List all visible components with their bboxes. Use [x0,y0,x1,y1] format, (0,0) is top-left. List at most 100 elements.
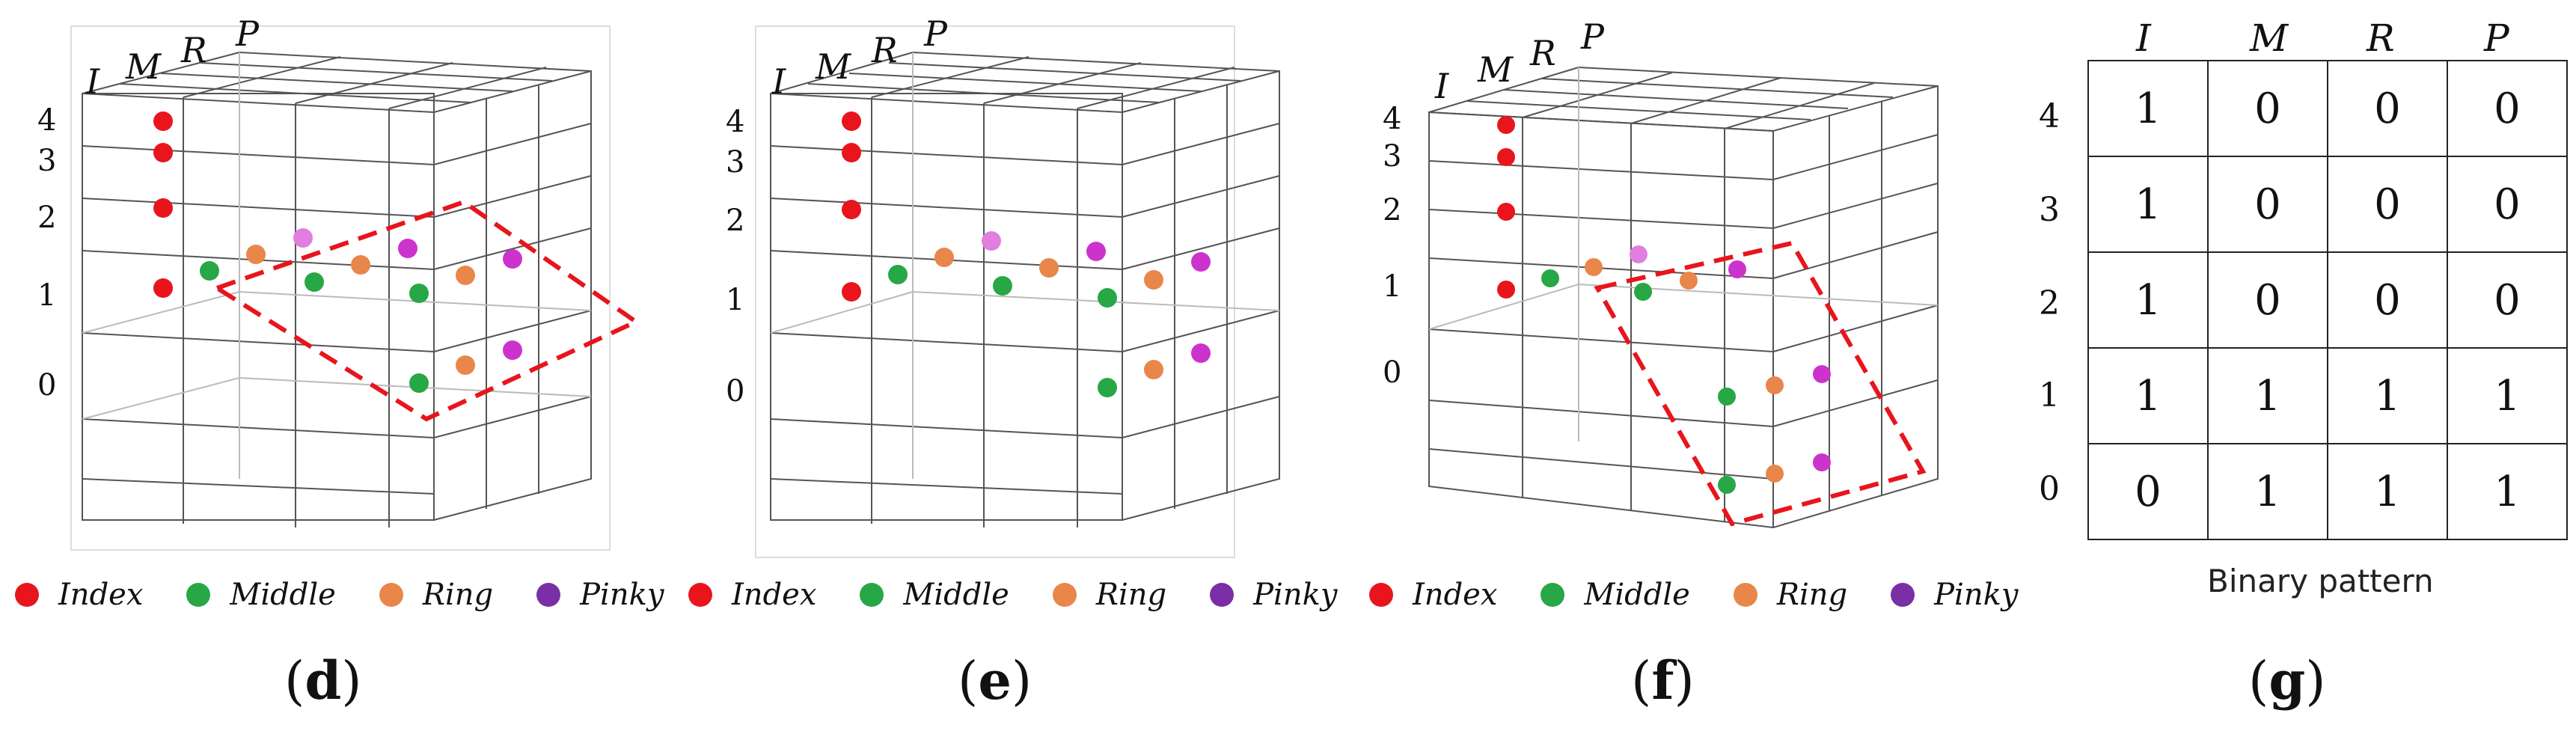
selection-region-d [212,199,641,422]
axis-letter-R: R [872,30,898,70]
dot-ring [1766,465,1784,483]
dot-ring [246,245,266,264]
axis-letter-P: P [924,13,947,54]
axis-letter-P: P [236,13,259,54]
table-cell: 0 [2327,156,2448,253]
row-number-3: 3 [37,144,57,178]
dot-pinky [1813,453,1831,471]
axis-letter-M: M [816,46,851,87]
axis-letter-I: I [86,61,100,102]
grid-cube-d [70,25,641,551]
table-row: 1 0 0 0 [2087,60,2568,157]
dot-middle [1718,388,1736,406]
axis-letter-M: M [126,46,162,87]
dot-ring [1144,360,1163,379]
axis-letter-P: P [1581,16,1604,57]
dot-pinky [1630,245,1648,263]
row-number-2: 2 [1383,193,1402,227]
dot-ring [1766,376,1784,394]
legend-item-ring: Ring [1052,578,1166,612]
dot-index [842,282,861,302]
table-cell: 0 [2087,443,2209,540]
dot-pinky [293,228,313,248]
table-cell: 1 [2207,347,2328,444]
table-cell: 1 [2087,156,2209,253]
legend-item-ring: Ring [1733,578,1847,612]
dot-index [842,143,861,162]
table-cell: 1 [2087,347,2209,444]
axis-letter-M: M [1478,49,1514,90]
table-cell: 0 [2327,60,2448,157]
row-number-1: 1 [726,283,745,317]
dot-ring [1585,258,1603,276]
dot-middle [1098,288,1117,308]
dot-pinky [503,340,522,360]
caption-f: (f) [1631,649,1695,712]
dot-ring [456,355,475,375]
dot-index [1497,116,1515,134]
caption-g: (g) [2248,649,2326,712]
row-number-0: 0 [726,374,745,409]
finger-dots-f [1497,116,1831,494]
dot-index [153,143,173,162]
legend-item-middle: Middle [860,578,1009,612]
dot-index [842,111,861,131]
dot-middle [993,276,1012,296]
axis-letter-R: R [181,30,207,70]
table-cell: 1 [2327,347,2448,444]
bp-row-label-3: 3 [2039,191,2060,229]
row-number-1: 1 [1383,269,1402,304]
dot-ring [456,266,475,285]
legend-item-ring: Ring [379,578,493,612]
legend-item-pinky: Pinky [1891,578,2018,612]
dot-pinky [398,239,417,258]
axis-letter-I: I [772,61,786,102]
table-row: 1 1 1 1 [2087,347,2568,444]
bp-column-M: M [2250,16,2289,60]
dot-middle [1718,476,1736,494]
dot-middle [1541,269,1559,287]
dot-middle [305,272,324,292]
bp-row-label-4: 4 [2039,97,2060,135]
panel-f: I M R P 4 3 2 1 0 Index Middle Ring Pink… [1354,0,2018,734]
table-cell: 0 [2207,60,2328,157]
dot-index [1497,148,1515,166]
bp-row-label-1: 1 [2039,376,2060,415]
dot-ring [351,255,370,275]
dot-pinky [1086,242,1106,261]
row-number-4: 4 [37,103,57,138]
bp-row-label-2: 2 [2039,284,2060,322]
table-cell: 0 [2207,156,2328,253]
legend-item-pinky: Pinky [1210,578,1337,612]
dot-ring [1680,272,1698,290]
table-cell: 1 [2087,251,2209,349]
binary-pattern-table: 1 0 0 0 1 0 0 0 1 0 0 0 1 1 1 1 0 1 1 1 [2087,60,2568,540]
dot-middle [409,373,429,393]
table-cell: 1 [2207,443,2328,540]
selection-region-f [1594,240,1927,527]
dot-index [1497,203,1515,221]
dot-pinky [1191,252,1211,272]
row-number-2: 2 [726,204,745,238]
legend-item-index: Index [15,578,143,612]
dot-middle [1634,283,1652,301]
dot-middle [200,261,219,281]
table-row: 1 0 0 0 [2087,156,2568,253]
table-cell: 0 [2447,156,2568,253]
legend-item-index: Index [1369,578,1497,612]
legend-item-index: Index [688,578,816,612]
bp-row-label-0: 0 [2039,470,2060,508]
dot-pinky [1813,365,1831,383]
legend-e: Index Middle Ring Pinky [688,578,1380,612]
table-cell: 0 [2207,251,2328,349]
legend-item-pinky: Pinky [536,578,664,612]
table-cell: 1 [2327,443,2448,540]
table-cell: 0 [2447,251,2568,349]
dot-index [1497,281,1515,299]
dot-middle [1098,378,1117,397]
finger-dots-d [153,111,522,393]
axis-letter-R: R [1530,33,1556,73]
grid-cube-f [1428,67,1939,529]
row-number-2: 2 [37,201,57,235]
table-cell: 0 [2327,251,2448,349]
